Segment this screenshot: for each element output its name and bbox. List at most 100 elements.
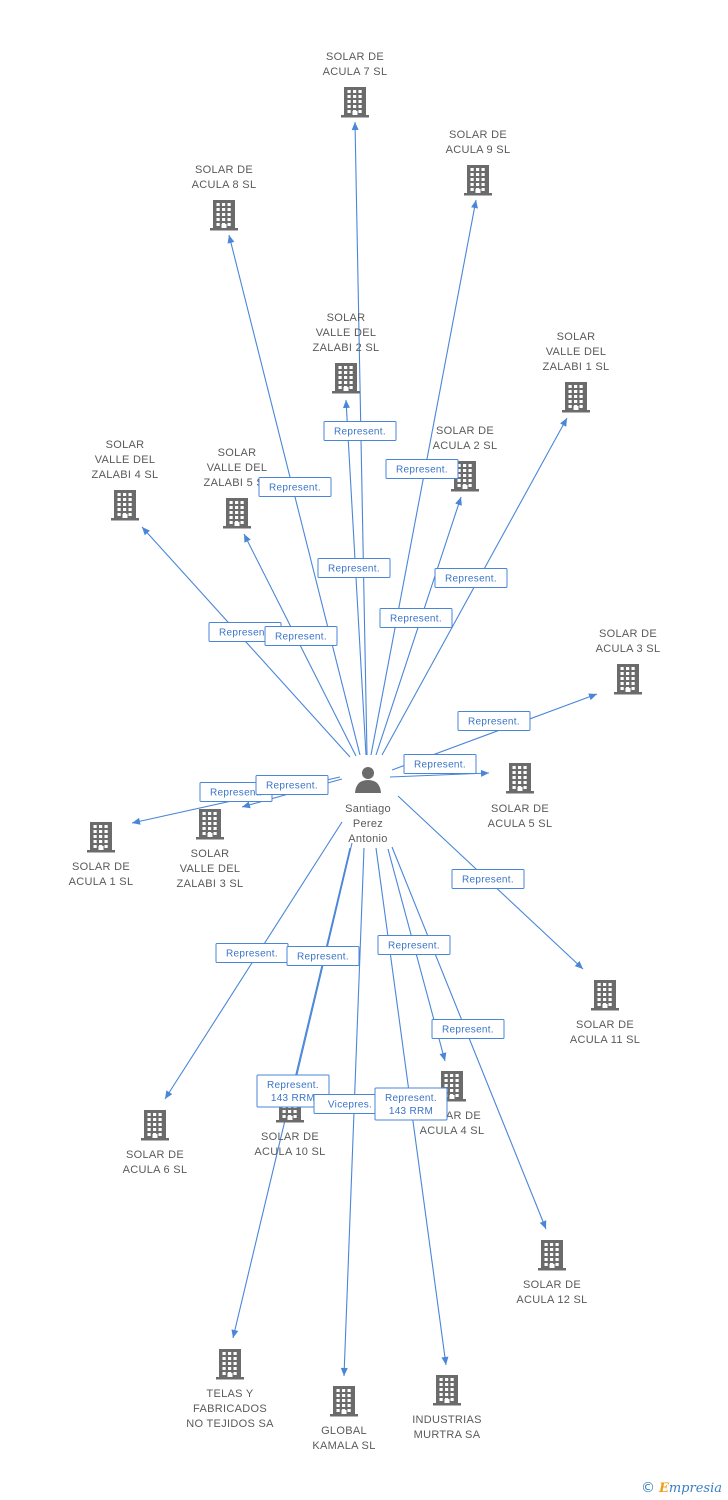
company-label: ACULA 12 SL xyxy=(516,1294,587,1306)
company-label: ACULA 7 SL xyxy=(323,66,388,78)
edge-label-industrias-murtra-sa[interactable]: Represent.143 RRM xyxy=(374,1087,448,1121)
edge-label-text: Represent. xyxy=(442,1025,494,1036)
edge-label-text: Represent. xyxy=(445,574,497,585)
edge-label-text: Represent. xyxy=(468,717,520,728)
edge-label-solar-de-acula-12-sl[interactable]: Represent. xyxy=(431,1019,505,1039)
company-node-solar-valle-del-zalabi-3-sl[interactable]: SOLAR VALLE DEL ZALABI 3 SL xyxy=(177,809,244,890)
company-label: ACULA 8 SL xyxy=(192,179,257,191)
edge-label-box xyxy=(317,558,391,578)
company-label: ACULA 2 SL xyxy=(433,440,498,452)
edge-label-solar-de-acula-9-sl[interactable]: Represent. xyxy=(385,459,459,479)
person-icon xyxy=(355,767,381,793)
edge-label-solar-valle-del-zalabi-3-sl[interactable]: Represent. xyxy=(255,775,329,795)
company-label: ACULA 6 SL xyxy=(123,1164,188,1176)
arrowhead xyxy=(342,400,350,409)
company-label: ACULA 9 SL xyxy=(446,144,511,156)
empresia-watermark: ©Empresia xyxy=(641,1480,722,1496)
company-label: VALLE DEL xyxy=(180,863,241,875)
edge-label-solar-valle-del-zalabi-5-sl[interactable]: Represent. xyxy=(264,626,338,646)
edges-layer xyxy=(131,121,598,1377)
edge-label-box xyxy=(255,775,329,795)
edge-label-solar-de-acula-4-sl[interactable]: Represent. xyxy=(377,935,451,955)
company-label: SOLAR xyxy=(557,331,596,343)
edge-label-solar-de-acula-5-sl[interactable]: Represent. xyxy=(403,754,477,774)
company-label: NO TEJIDOS SA xyxy=(186,1418,274,1430)
building-icon xyxy=(216,1349,244,1380)
building-icon xyxy=(506,763,534,794)
edge-label-text: Represent. xyxy=(390,614,442,625)
arrowhead xyxy=(244,534,251,543)
edge-label-text: Represent. xyxy=(210,788,262,799)
company-label: GLOBAL xyxy=(321,1425,367,1437)
arrowhead xyxy=(242,801,251,809)
edge-label-box xyxy=(286,946,360,966)
edge-label-text: Represent. xyxy=(266,781,318,792)
edge-label-solar-valle-del-zalabi-1-sl[interactable]: Represent. xyxy=(434,568,508,588)
company-label: VALLE DEL xyxy=(207,462,268,474)
company-label: INDUSTRIAS xyxy=(412,1414,482,1426)
company-label: ZALABI 4 SL xyxy=(92,469,159,481)
company-label: ACULA 3 SL xyxy=(596,643,661,655)
edge-label-box xyxy=(379,608,453,628)
company-node-solar-de-acula-6-sl[interactable]: SOLAR DE ACULA 6 SL xyxy=(123,1110,188,1176)
company-label: VALLE DEL xyxy=(316,327,377,339)
company-node-solar-de-acula-7-sl[interactable]: SOLAR DE ACULA 7 SL xyxy=(323,51,388,118)
edge-label-text: Vicepres. xyxy=(328,1100,372,1111)
company-label: ZALABI 5 SL xyxy=(204,477,271,489)
building-icon xyxy=(210,200,238,231)
edge-label-text: Represent. xyxy=(226,949,278,960)
edge-label-box xyxy=(323,421,397,441)
edge-label-box xyxy=(264,626,338,646)
company-label: SOLAR xyxy=(191,848,230,860)
company-label: SOLAR DE xyxy=(72,861,130,873)
building-icon xyxy=(538,1240,566,1271)
company-node-global-kamala-sl[interactable]: GLOBAL KAMALA SL xyxy=(312,1386,375,1452)
building-icon xyxy=(223,498,251,529)
company-node-solar-de-acula-3-sl[interactable]: SOLAR DE ACULA 3 SL xyxy=(596,628,661,695)
company-label: ACULA 4 SL xyxy=(420,1125,485,1137)
arrowhead xyxy=(439,1052,447,1061)
edge-label-solar-de-acula-2-sl[interactable]: Represent. xyxy=(379,608,453,628)
company-label: SOLAR xyxy=(218,447,257,459)
company-label: KAMALA SL xyxy=(312,1440,375,1452)
edge-label-solar-de-acula-10-sl[interactable]: Represent. xyxy=(286,946,360,966)
edge-label-box xyxy=(434,568,508,588)
company-label: ZALABI 3 SL xyxy=(177,878,244,890)
company-label: SOLAR DE xyxy=(599,628,657,640)
edge-label-solar-de-acula-6-sl[interactable]: Represent. xyxy=(215,943,289,963)
company-node-solar-valle-del-zalabi-5-sl[interactable]: SOLAR VALLE DEL ZALABI 5 SL xyxy=(204,447,271,529)
company-label: SOLAR DE xyxy=(326,51,384,63)
edge-label-text: Represent. xyxy=(334,427,386,438)
edge-label-telas-y-fabricados-no-tejidos-sa[interactable]: Represent.143 RRM xyxy=(256,1074,330,1108)
edge-label-text: Represent. xyxy=(388,941,440,952)
edge-label-text: Represent. xyxy=(267,1080,319,1091)
edge-label-solar-de-acula-3-sl[interactable]: Represent. xyxy=(457,711,531,731)
company-label: SOLAR DE xyxy=(126,1149,184,1161)
edge-label-solar-valle-del-zalabi-2-sl[interactable]: Represent. xyxy=(317,558,391,578)
building-icon xyxy=(196,809,224,840)
arrowhead xyxy=(132,817,141,825)
company-label: SOLAR DE xyxy=(261,1131,319,1143)
edge-label-box xyxy=(451,869,525,889)
building-icon xyxy=(341,87,369,118)
building-icon xyxy=(591,980,619,1011)
edge-label-box xyxy=(431,1019,505,1039)
edge-label-solar-de-acula-11-sl[interactable]: Represent. xyxy=(451,869,525,889)
edge-label-solar-de-acula-7-sl[interactable]: Represent. xyxy=(323,421,397,441)
edge-label-solar-de-acula-8-sl[interactable]: Represent. xyxy=(258,477,332,497)
edge-label-box xyxy=(256,1074,330,1108)
